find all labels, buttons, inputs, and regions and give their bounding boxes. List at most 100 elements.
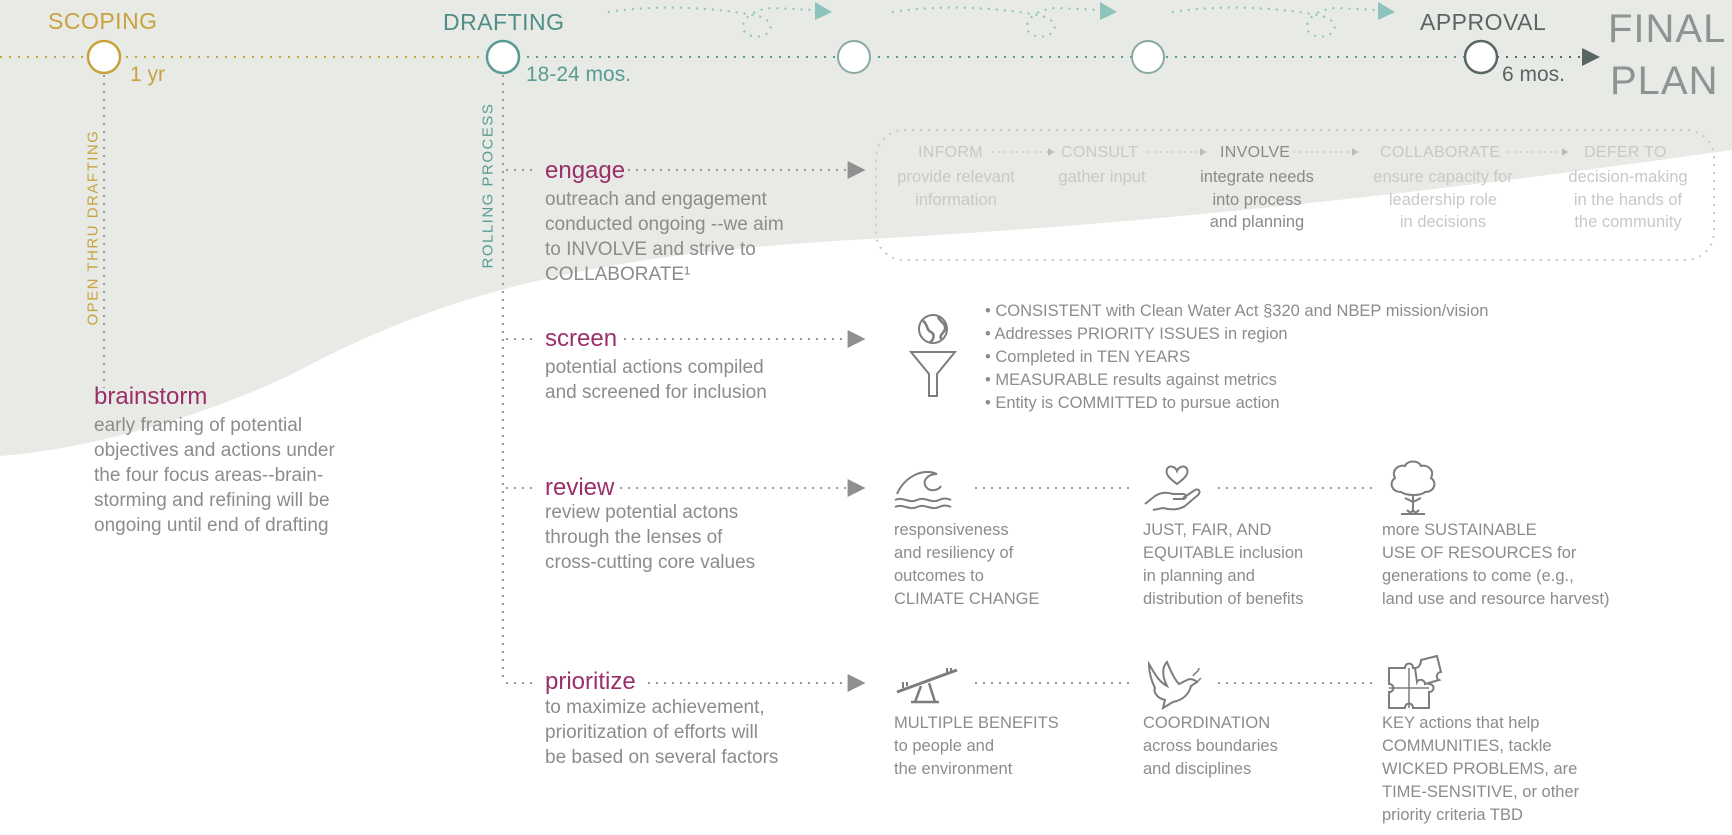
rolling-process-label: ROLLING PROCESS	[479, 102, 497, 269]
spectrum-defer-head: DEFER TO	[1584, 144, 1667, 161]
review-section: review review potential actons through t…	[545, 474, 835, 575]
factor-line: WICKED PROBLEMS, are	[1382, 760, 1578, 778]
phase-scoping-label: SCOPING	[48, 8, 158, 34]
engage-line: to INVOLVE and strive to	[545, 239, 756, 260]
puzzle-icon	[1385, 654, 1447, 712]
tree-icon	[1385, 458, 1441, 518]
criterion-item: • Entity is COMMITTED to pursue action	[985, 394, 1280, 412]
engage-description: outreach and engagement conducted ongoin…	[545, 187, 835, 287]
phase-band	[0, 0, 1732, 456]
factor-line: and disciplines	[1143, 760, 1252, 778]
loop-arrow-3	[1378, 2, 1395, 20]
value-line: CLIMATE CHANGE	[894, 590, 1040, 608]
factor-line: COMMUNITIES, tackle	[1382, 737, 1552, 755]
open-thru-drafting-label: OPEN THRU DRAFTING	[84, 129, 102, 326]
spectrum-involve-desc: integrate needs into process and plannin…	[1177, 166, 1337, 234]
screen-description: potential actions compiled and screened …	[545, 355, 835, 405]
screen-line: potential actions compiled	[545, 357, 764, 378]
duration-approval: 6 mos.	[1502, 63, 1566, 86]
factor-key-actions: KEY actions that help COMMUNITIES, tackl…	[1382, 712, 1642, 827]
spectrum-consult-desc: gather input	[1032, 166, 1172, 189]
globe-filter-icon	[908, 312, 958, 398]
value-line: more SUSTAINABLE	[1382, 521, 1537, 539]
spectrum-defer-desc: decision-making in the hands of the comm…	[1548, 166, 1708, 234]
spectrum-inform-desc: provide relevant information	[876, 166, 1036, 211]
spectrum-inform-head: INFORM	[918, 144, 983, 161]
review-line: through the lenses of	[545, 527, 723, 548]
spectrum-desc-line: the community	[1574, 213, 1682, 231]
value-line: USE OF RESOURCES for	[1382, 544, 1577, 562]
spectrum-collaborate-desc: ensure capacity for leadership role in d…	[1353, 166, 1533, 234]
value-line: land use and resource harvest)	[1382, 590, 1610, 608]
spectrum-collaborate-head: COLLABORATE	[1380, 144, 1501, 161]
factor-line: COORDINATION	[1143, 714, 1271, 732]
value-line: and resiliency of	[894, 544, 1014, 562]
loop-arrow-2	[1100, 2, 1117, 20]
spectrum-desc-line: information	[915, 190, 997, 209]
milestone-scoping	[86, 39, 122, 75]
criterion-item: • MEASURABLE results against metrics	[985, 371, 1277, 389]
value-climate: responsiveness and resiliency of outcome…	[894, 519, 1094, 611]
review-line: review potential actons	[545, 502, 739, 523]
value-line: JUST, FAIR, AND	[1143, 521, 1272, 539]
criterion-item: • Addresses PRIORITY ISSUES in region	[985, 325, 1288, 343]
phase-drafting-label: DRAFTING	[443, 9, 565, 35]
factor-line: MULTIPLE BENEFITS	[894, 714, 1059, 732]
brainstorm-description: early framing of potential objectives an…	[94, 413, 394, 538]
screen-section: screen potential actions compiled and sc…	[545, 325, 835, 405]
prioritize-title: prioritize	[545, 668, 636, 695]
factor-line: to people and	[894, 737, 995, 755]
timeline-end-arrow	[1582, 48, 1600, 66]
prioritize-section: prioritize to maximize achievement, prio…	[545, 668, 845, 770]
value-line: EQUITABLE inclusion	[1143, 544, 1304, 562]
factor-line: priority criteria TBD	[1382, 806, 1523, 824]
screen-title: screen	[545, 325, 618, 352]
final-plan-label-line2: PLAN	[1610, 59, 1719, 103]
engage-section: engage outreach and engagement conducted…	[545, 157, 835, 287]
milestone-iteration-2	[1131, 40, 1165, 74]
prioritize-description: to maximize achievement, prioritization …	[545, 695, 845, 770]
value-equity: JUST, FAIR, AND EQUITABLE inclusion in p…	[1143, 519, 1363, 611]
spectrum-desc-line: integrate needs	[1200, 168, 1314, 186]
factor-line: TIME-SENSITIVE, or other	[1382, 783, 1580, 801]
factor-coordination: COORDINATION across boundaries and disci…	[1143, 712, 1353, 781]
brainstorm-line: the four focus areas--brain-	[94, 465, 324, 486]
review-title: review	[545, 474, 615, 501]
review-line: cross-cutting core values	[545, 552, 756, 573]
factor-line: KEY actions that help	[1382, 714, 1540, 732]
factor-line: the environment	[894, 760, 1013, 778]
spectrum-desc-line: in the hands of	[1573, 190, 1683, 209]
review-description: review potential actons through the lens…	[545, 500, 835, 575]
spectrum-desc-line: provide relevant	[897, 168, 1015, 186]
prioritize-line: be based on several factors	[545, 747, 779, 768]
spectrum-desc-line: into process	[1212, 190, 1302, 209]
milestone-iteration-1	[837, 40, 871, 74]
phase-approval-label: APPROVAL	[1420, 9, 1547, 35]
final-plan-label-line1: FINAL	[1608, 7, 1727, 51]
value-sustainability: more SUSTAINABLE USE OF RESOURCES for ge…	[1382, 519, 1672, 611]
prioritize-line: prioritization of efforts will	[545, 722, 758, 743]
seesaw-icon	[895, 664, 959, 704]
brainstorm-line: objectives and actions under	[94, 440, 335, 461]
criterion-item: • CONSISTENT with Clean Water Act §320 a…	[985, 302, 1489, 320]
factor-multiple-benefits: MULTIPLE BENEFITS to people and the envi…	[894, 712, 1104, 781]
brainstorm-line: storming and refining will be	[94, 490, 330, 511]
engage-line: conducted ongoing --we aim	[545, 214, 784, 235]
value-line: distribution of benefits	[1143, 590, 1304, 608]
factor-line: across boundaries	[1143, 737, 1278, 755]
milestone-drafting	[485, 39, 521, 75]
value-line: generations to come (e.g.,	[1382, 567, 1574, 585]
dove-icon	[1143, 660, 1203, 710]
spectrum-desc-line: in decisions	[1399, 213, 1487, 231]
spectrum-consult-head: CONSULT	[1061, 144, 1139, 161]
duration-drafting: 18-24 mos.	[526, 63, 632, 86]
brainstorm-line: early framing of potential	[94, 415, 303, 436]
spectrum-desc-line: and planning	[1209, 213, 1305, 231]
prioritize-line: to maximize achievement,	[545, 697, 765, 718]
value-line: outcomes to	[894, 567, 984, 585]
value-line: in planning and	[1143, 567, 1255, 585]
milestone-approval	[1463, 39, 1499, 75]
spectrum-involve-head: INVOLVE	[1220, 144, 1291, 161]
spectrum-desc-line: gather input	[1058, 168, 1146, 186]
